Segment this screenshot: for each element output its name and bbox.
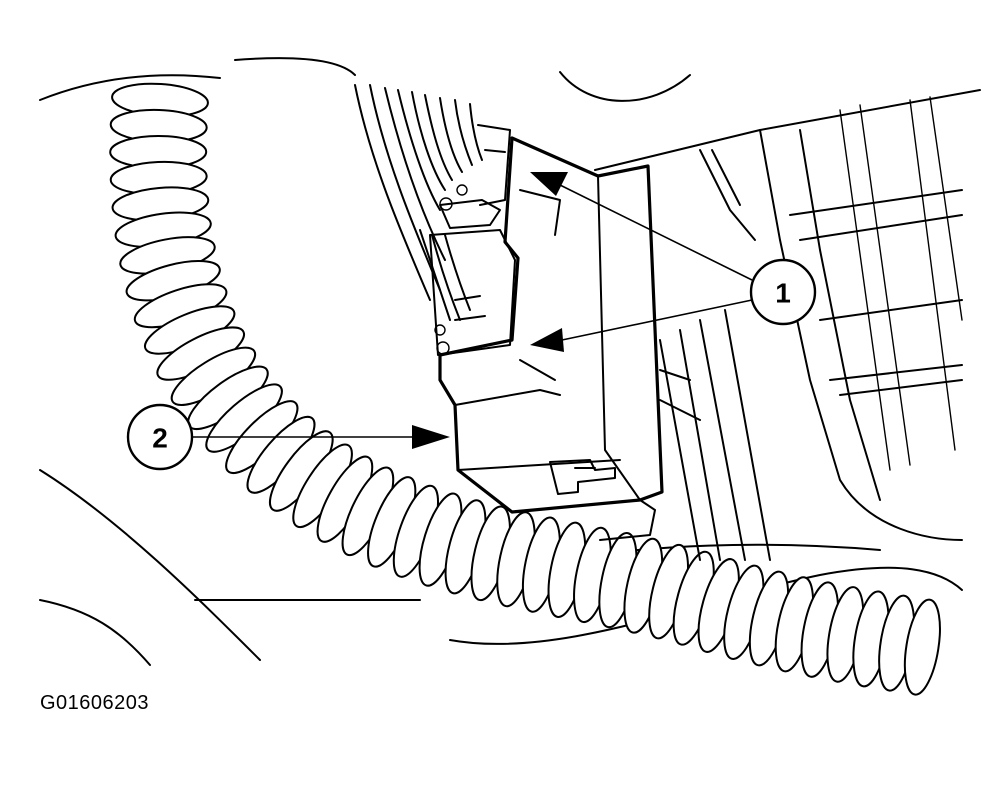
arrowhead-2 [412,425,450,449]
corrugated-wiring-harness [109,82,941,696]
callout-circle-2 [126,403,194,471]
leader-line-1a [559,184,753,281]
arrowhead-1b [530,328,564,352]
connector-lower [429,229,516,356]
figure-code: G01606203 [40,692,150,714]
connector-upper [439,124,511,229]
wire-bundle [354,84,483,321]
arrowhead-1a [530,172,568,196]
callout-label-2: 2 [152,423,168,454]
callout-label-1: 1 [775,278,791,309]
dash-housing [594,89,981,561]
callout-circle-1 [749,258,817,326]
callout-1: 1 [530,172,817,352]
callout-2: 2 [126,403,450,471]
leader-line-1b [561,299,753,341]
control-module [438,136,664,541]
harness-corrugation-ring [903,598,941,696]
